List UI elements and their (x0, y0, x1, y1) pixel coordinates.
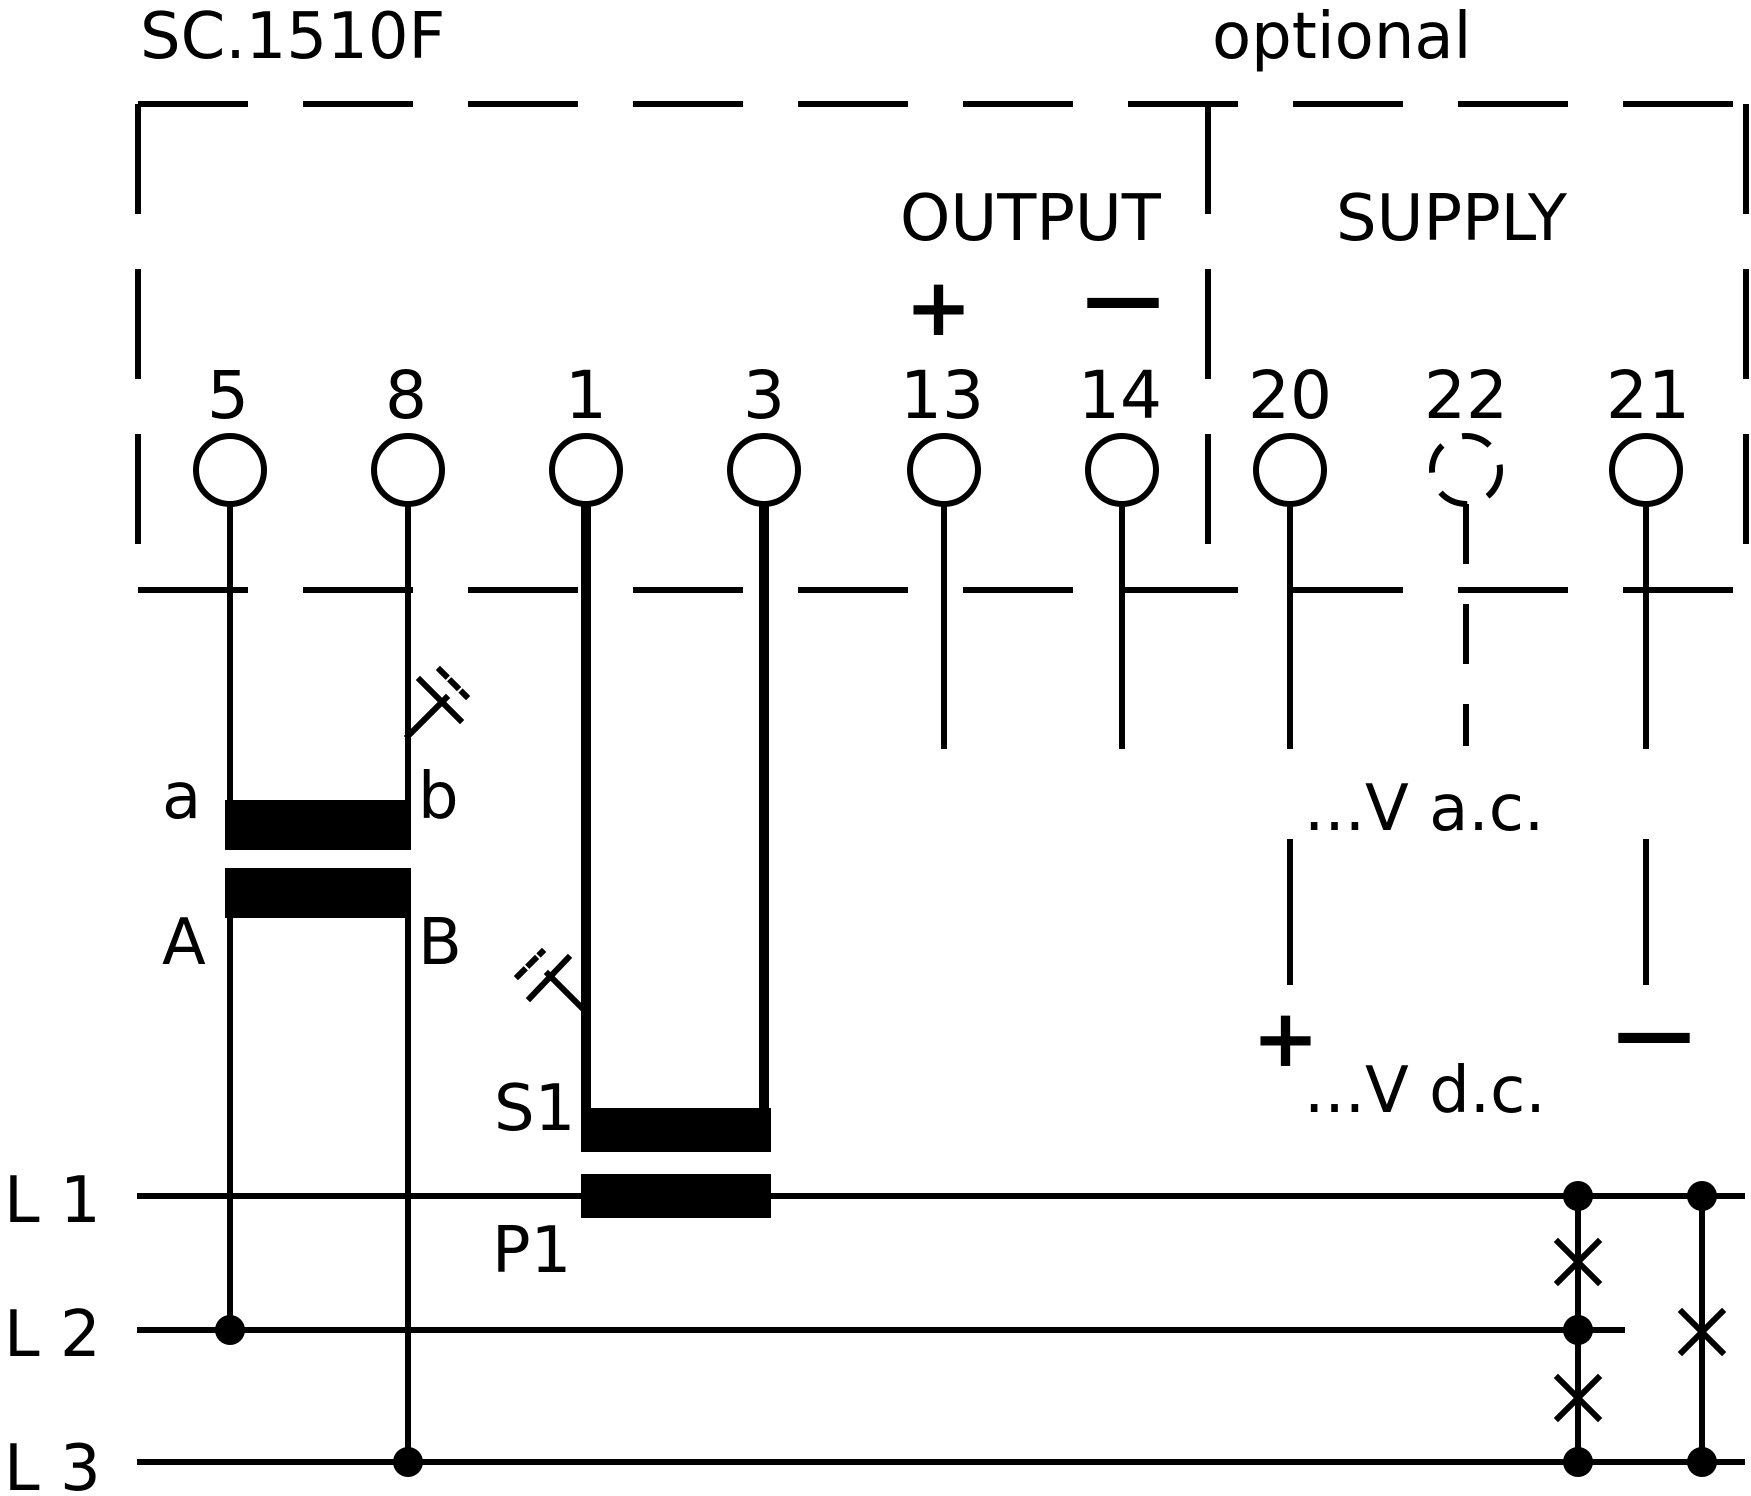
terminal-leads (941, 501, 1649, 749)
terminal-20 (1253, 433, 1327, 507)
terminal-numbers: 5 8 1 3 13 14 20 22 21 (207, 357, 1690, 434)
terminal-number: 1 (565, 357, 607, 434)
fuse-cross (1553, 1373, 1603, 1423)
vt-label-a: a (162, 760, 201, 834)
terminal-14 (1085, 433, 1159, 507)
fuse-cross (1553, 1237, 1603, 1287)
terminal-number: 13 (900, 357, 984, 434)
terminal-number: 5 (207, 357, 249, 434)
supply-dc-leads (1287, 839, 1649, 985)
vt-secondary-winding (225, 800, 411, 850)
vt-label-A: A (162, 906, 206, 980)
output-plus-sign: + (905, 261, 972, 354)
terminal-number: 22 (1424, 357, 1508, 434)
terminal-13 (907, 433, 981, 507)
optional-label: optional (1212, 0, 1471, 74)
terminal-5 (193, 433, 267, 507)
supply-dc-minus-sign: — (1614, 986, 1694, 1079)
terminals (193, 433, 1683, 507)
junction-dot (393, 1447, 423, 1477)
terminal-number: 21 (1606, 357, 1690, 434)
terminal-21 (1609, 433, 1683, 507)
fuse-links (1553, 1193, 1727, 1465)
terminal-number: 14 (1078, 357, 1162, 434)
supply-dc-label: ...V d.c. (1304, 1054, 1546, 1128)
three-phase-lines (137, 1193, 1745, 1465)
line-label-l1: L 1 (4, 1164, 101, 1238)
terminal-22 (1429, 433, 1503, 507)
output-minus-sign: — (1083, 251, 1163, 344)
terminal-1 (549, 433, 623, 507)
supply-dc-plus-sign: + (1252, 992, 1319, 1085)
vt-primary-winding (225, 868, 411, 918)
line-label-l3: L 3 (4, 1432, 101, 1496)
voltage-transformer (225, 501, 471, 1465)
model-label: SC.1510F (140, 0, 445, 74)
terminal-number: 20 (1248, 357, 1332, 434)
ct-label-p1: P1 (492, 1214, 571, 1288)
fuse-cross (1677, 1307, 1727, 1357)
terminal-number: 3 (743, 357, 785, 434)
ct-secondary-winding (581, 1108, 771, 1152)
vt-label-B: B (418, 906, 462, 980)
output-label: OUTPUT (900, 182, 1162, 256)
junction-dot (215, 1315, 245, 1345)
ct-label-s1: S1 (494, 1072, 575, 1146)
supply-label: SUPPLY (1336, 182, 1568, 256)
terminal-3 (727, 433, 801, 507)
terminal-8 (371, 433, 445, 507)
supply-ac-label: ...V a.c. (1304, 772, 1544, 846)
vt-label-b: b (418, 760, 459, 834)
terminal-number: 8 (385, 357, 427, 434)
line-label-l2: L 2 (4, 1298, 101, 1372)
